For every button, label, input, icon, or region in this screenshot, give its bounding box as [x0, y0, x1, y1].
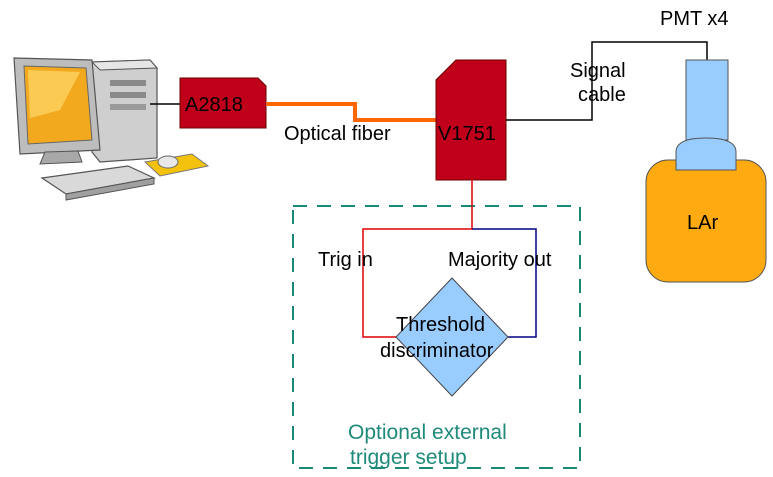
v1751-card: V1751: [435, 59, 507, 181]
optional-setup-label-line2: trigger setup: [350, 446, 467, 469]
optical-fiber-line: [266, 102, 436, 122]
trig-in-label: Trig in: [318, 249, 373, 271]
desktop-computer-icon: [13, 57, 210, 201]
threshold-discriminator-node: [395, 277, 509, 397]
pmt-label: PMT x4: [660, 8, 729, 30]
optical-fiber-label: Optical fiber: [284, 123, 391, 145]
a2818-label: A2818: [185, 94, 243, 116]
lar-label: LAr: [687, 212, 718, 234]
discriminator-label-line1: Threshold: [396, 314, 485, 336]
pmt-tube: [685, 59, 729, 141]
trig-in-line: [362, 180, 473, 338]
discriminator-label-line2: discriminator: [380, 340, 494, 362]
signal-cable-label-line1: Signal: [570, 60, 626, 82]
optional-setup-label-line1: Optional external: [348, 421, 507, 444]
optional-trigger-box: [292, 205, 581, 469]
signal-cable-line: [506, 41, 708, 121]
majority-out-label: Majority out: [448, 249, 552, 271]
pmt-window: [675, 137, 737, 171]
v1751-label: V1751: [438, 123, 496, 145]
a2818-card: A2818: [179, 77, 267, 129]
majority-out-line: [472, 228, 537, 338]
signal-cable-label-line2: cable: [578, 84, 626, 106]
